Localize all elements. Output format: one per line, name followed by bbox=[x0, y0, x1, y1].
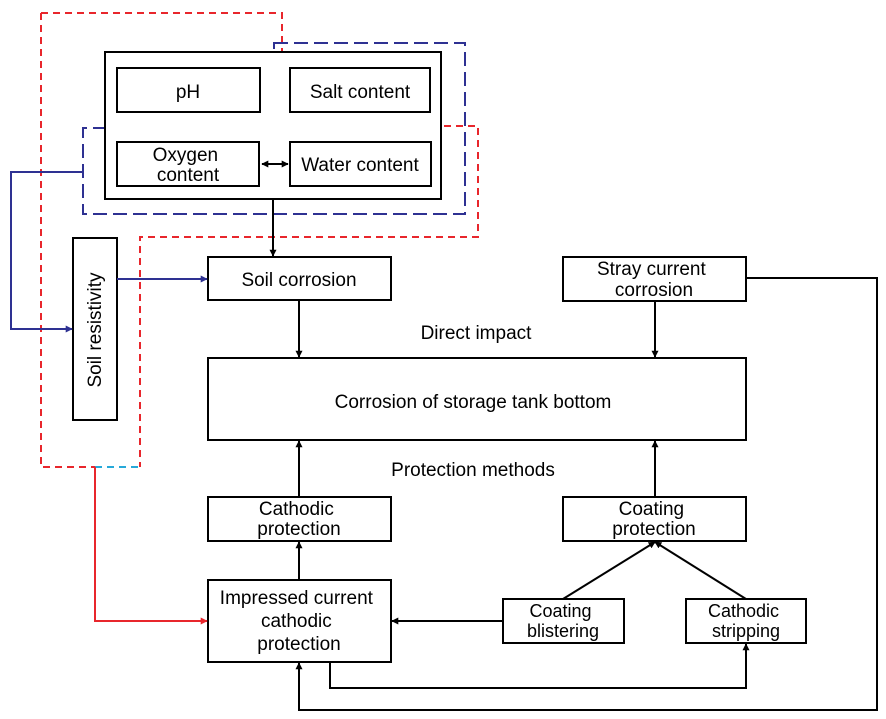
node-impressed-current-cathodic-protection: Impressed current cathodic protection bbox=[207, 579, 392, 663]
node-coating-blistering-line2: blistering bbox=[527, 621, 599, 641]
svg-text:Water content: Water content bbox=[301, 155, 419, 176]
node-ph-label: pH bbox=[176, 82, 200, 103]
node-cathodic-stripping-line2: stripping bbox=[712, 621, 780, 641]
svg-text:Cathodic protection: Cathodic protection bbox=[257, 499, 340, 540]
arrow-stripping-to-coating-protection bbox=[654, 541, 747, 600]
node-soil-corrosion-label: Soil corrosion bbox=[241, 270, 356, 291]
node-oxygen-content-line1: Oxygen bbox=[153, 145, 218, 166]
node-soil-resistivity-label: Soil resistivity bbox=[85, 272, 106, 388]
node-stray-current-line1: Stray current bbox=[597, 259, 706, 280]
arrow-impressed-to-stripping bbox=[329, 643, 750, 689]
node-oxygen-content: Oxygen content bbox=[116, 141, 260, 187]
red-arrow-group-to-impressed bbox=[94, 467, 208, 625]
svg-text:Soil resistivity: Soil resistivity bbox=[85, 272, 106, 388]
annotation-direct-impact: Direct impact bbox=[421, 323, 533, 344]
node-impressed-current-line3: protection bbox=[257, 634, 340, 655]
node-cathodic-stripping: Cathodic stripping bbox=[685, 598, 807, 644]
arrow-blistering-to-coating-protection bbox=[562, 541, 656, 600]
node-soil-corrosion: Soil corrosion bbox=[207, 256, 392, 301]
red-dashed-group-outline bbox=[41, 12, 479, 467]
node-oxygen-content-line2: content bbox=[157, 165, 220, 186]
node-coating-blistering: Coating blistering bbox=[502, 598, 625, 644]
node-coating-protection: Coating protection bbox=[562, 496, 747, 542]
svg-text:Stray current corrosion: Stray current corrosion bbox=[597, 259, 711, 301]
annotation-protection-methods: Protection methods bbox=[391, 460, 555, 481]
svg-text:Salt content: Salt content bbox=[310, 82, 411, 103]
svg-text:Oxygen content: Oxygen content bbox=[153, 145, 224, 186]
svg-text:Cathodic stripping: Cathodic stripping bbox=[708, 601, 784, 641]
svg-text:Coating blistering: Coating blistering bbox=[527, 601, 599, 641]
arrow-stray-current-to-impressed bbox=[295, 277, 878, 711]
node-stray-current-line2: corrosion bbox=[615, 280, 693, 301]
svg-text:Coating protection: Coating protection bbox=[612, 499, 695, 540]
node-coating-protection-line1: Coating bbox=[619, 499, 685, 520]
node-soil-resistivity: Soil resistivity bbox=[72, 237, 118, 421]
node-ph: pH bbox=[116, 67, 261, 113]
blue-arrow-group-to-soil-resistivity bbox=[10, 171, 83, 333]
node-water-content: Water content bbox=[289, 141, 432, 187]
node-cathodic-stripping-line1: Cathodic bbox=[708, 601, 779, 621]
svg-text:pH: pH bbox=[176, 82, 200, 103]
svg-text:Impressed current cathod: Impressed current cathodic protection bbox=[220, 588, 378, 655]
node-cathodic-protection-line2: protection bbox=[257, 519, 340, 540]
node-tank-bottom-corrosion: Corrosion of storage tank bottom bbox=[207, 357, 747, 441]
node-salt-content: Salt content bbox=[289, 67, 431, 113]
node-cathodic-protection-line1: Cathodic bbox=[259, 499, 334, 520]
node-impressed-current-line1: Impressed current bbox=[220, 588, 374, 609]
svg-text:Corrosion of storage tank bott: Corrosion of storage tank bottom bbox=[335, 392, 612, 413]
node-tank-bottom-label: Corrosion of storage tank bottom bbox=[335, 392, 612, 413]
node-water-content-label: Water content bbox=[301, 155, 419, 176]
node-impressed-current-line2: cathodic bbox=[261, 611, 332, 632]
node-coating-protection-line2: protection bbox=[612, 519, 695, 540]
svg-text:Soil corrosion: Soil corrosion bbox=[241, 270, 356, 291]
node-cathodic-protection: Cathodic protection bbox=[207, 496, 392, 542]
node-salt-content-label: Salt content bbox=[310, 82, 411, 103]
node-stray-current-corrosion: Stray current corrosion bbox=[562, 256, 747, 302]
node-coating-blistering-line1: Coating bbox=[529, 601, 591, 621]
